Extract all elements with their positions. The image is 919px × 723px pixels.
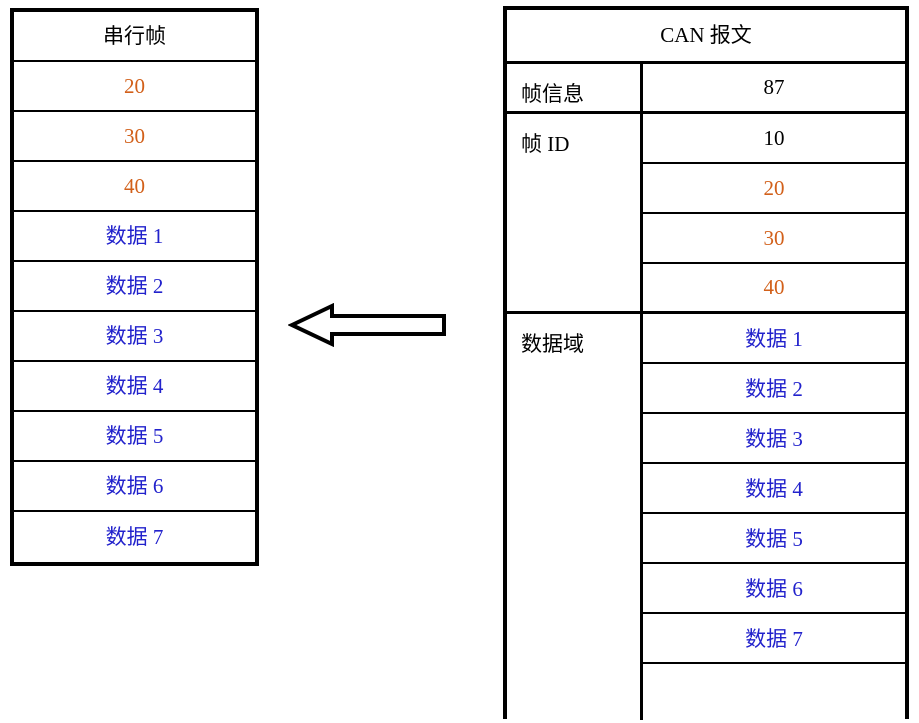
can-value-cell: 数据 5 — [643, 514, 905, 564]
table-row: 数据 2 — [14, 262, 255, 312]
table-row: 20 — [14, 62, 255, 112]
table-row: 数据 1 — [14, 212, 255, 262]
serial-frame-cell: 30 — [124, 123, 145, 148]
can-value-cell: 数据 6 — [643, 564, 905, 614]
can-message-value-column: 87 10 20 30 40 数据 1 数据 2 数据 3 数据 4 数据 5 … — [643, 64, 905, 720]
can-message-body: 帧信息 帧 ID 数据域 87 10 20 30 40 数据 1 数据 2 数据… — [507, 64, 905, 720]
table-row: 数据 3 — [14, 312, 255, 362]
serial-frame-title: 串行帧 — [103, 23, 166, 48]
can-value-cell: 40 — [643, 264, 905, 314]
can-value-cell: 30 — [643, 214, 905, 264]
can-value-cell: 数据 1 — [643, 314, 905, 364]
serial-frame-cell: 数据 4 — [105, 373, 164, 398]
can-value-cell: 数据 4 — [643, 464, 905, 514]
serial-frame-cell: 数据 1 — [105, 223, 164, 248]
serial-frame-table: 串行帧 20 30 40 数据 1 数据 2 数据 3 数据 4 数据 5 数据… — [10, 8, 259, 566]
can-label-data-field: 数据域 — [507, 314, 640, 720]
can-label-frame-id: 帧 ID — [507, 114, 640, 314]
table-row: 数据 6 — [14, 462, 255, 512]
can-value-cell-empty — [643, 664, 905, 720]
table-row: 数据 4 — [14, 362, 255, 412]
serial-frame-cell: 20 — [124, 73, 145, 98]
can-message-label-column: 帧信息 帧 ID 数据域 — [507, 64, 643, 720]
table-row: 数据 7 — [14, 512, 255, 562]
serial-frame-cell: 数据 7 — [105, 524, 164, 549]
can-value-cell: 数据 2 — [643, 364, 905, 414]
table-row: 30 — [14, 112, 255, 162]
can-label-frame-info: 帧信息 — [507, 64, 640, 114]
can-value-cell: 87 — [643, 64, 905, 114]
serial-frame-header-row: 串行帧 — [14, 12, 255, 62]
can-value-cell: 数据 7 — [643, 614, 905, 664]
can-message-title: CAN 报文 — [660, 23, 752, 47]
can-message-table: CAN 报文 帧信息 帧 ID 数据域 87 10 20 30 40 数据 1 … — [503, 6, 909, 720]
serial-frame-cell: 数据 5 — [105, 423, 164, 448]
table-row: 数据 5 — [14, 412, 255, 462]
can-value-cell: 数据 3 — [643, 414, 905, 464]
table-row: 40 — [14, 162, 255, 212]
can-value-cell: 10 — [643, 114, 905, 164]
serial-frame-cell: 数据 3 — [105, 323, 164, 348]
arrow-left-icon — [287, 302, 448, 348]
serial-frame-cell: 数据 2 — [105, 273, 164, 298]
can-value-cell: 20 — [643, 164, 905, 214]
serial-frame-cell: 数据 6 — [105, 473, 164, 498]
serial-frame-cell: 40 — [124, 173, 145, 198]
can-message-header-row: CAN 报文 — [507, 10, 905, 64]
